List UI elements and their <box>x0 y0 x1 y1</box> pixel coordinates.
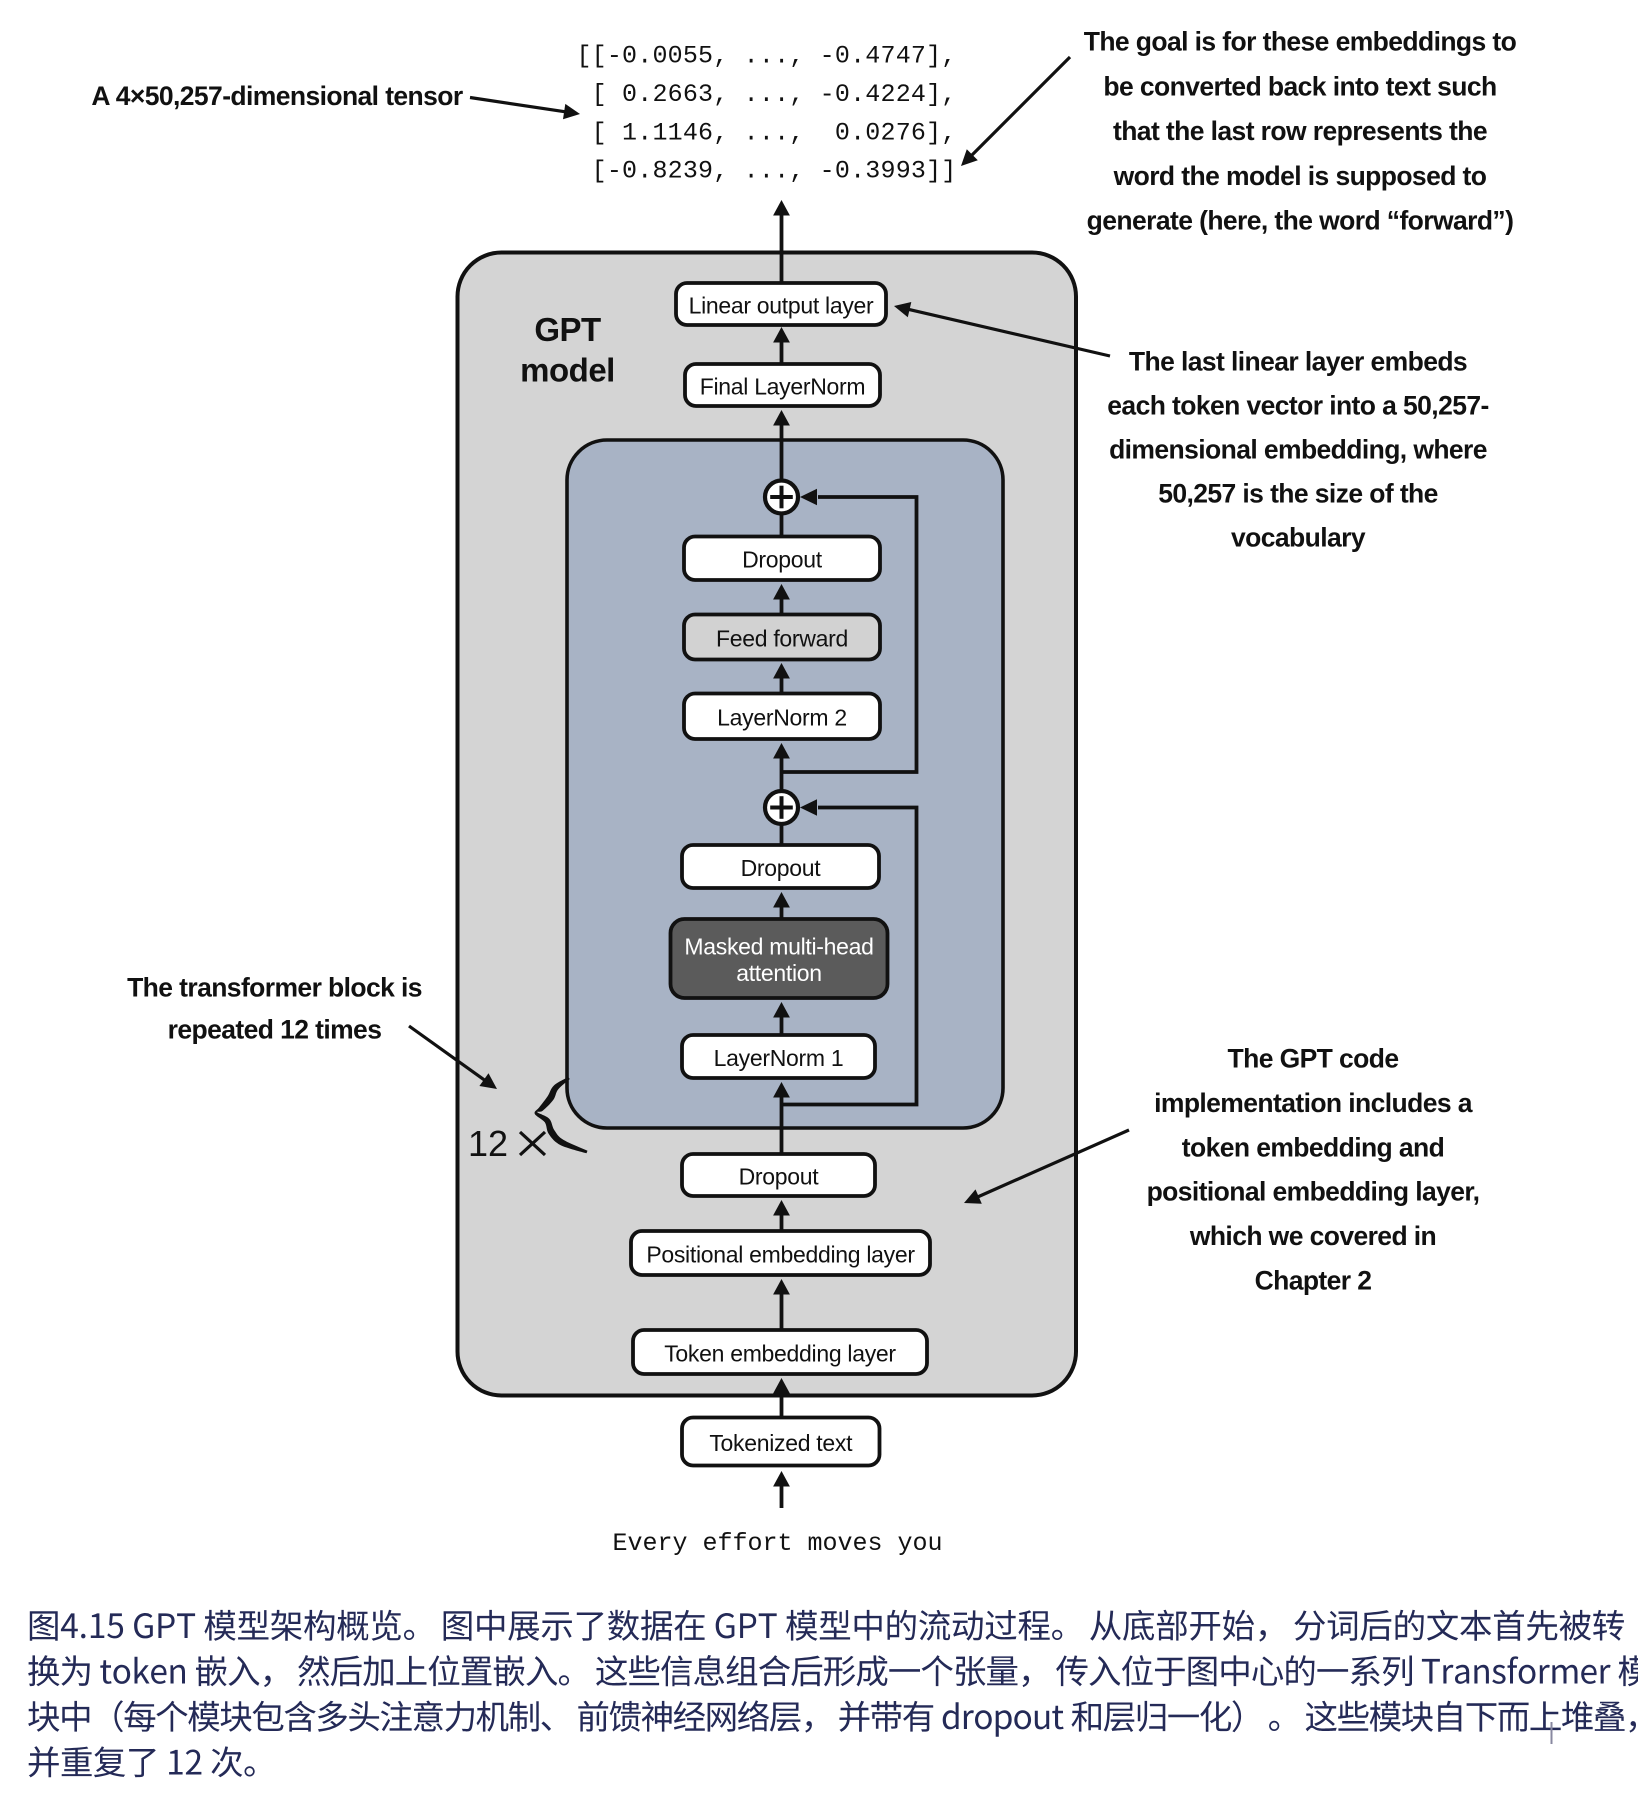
svg-text:repeated 12 times: repeated 12 times <box>168 1015 382 1045</box>
svg-text:be converted back into text su: be converted back into text such <box>1103 71 1496 101</box>
svg-text:Chapter 2: Chapter 2 <box>1255 1266 1372 1296</box>
svg-text:token embedding and: token embedding and <box>1182 1132 1444 1162</box>
svg-text:Positional embedding layer: Positional embedding layer <box>646 1242 915 1268</box>
svg-text:[ 0.2663, ..., -0.4224],: [ 0.2663, ..., -0.4224], <box>592 80 957 109</box>
svg-text:[ 1.1146, ..., 0.0276],: [ 1.1146, ..., 0.0276], <box>592 118 957 147</box>
svg-text:dimensional embedding, where: dimensional embedding, where <box>1109 435 1487 465</box>
svg-text:The last linear layer embeds: The last linear layer embeds <box>1129 347 1467 377</box>
svg-text:positional embedding layer,: positional embedding layer, <box>1147 1177 1480 1207</box>
svg-text:implementation includes a: implementation includes a <box>1154 1088 1473 1118</box>
svg-text:Tokenized text: Tokenized text <box>709 1430 853 1456</box>
svg-text:The GPT code: The GPT code <box>1228 1044 1399 1074</box>
svg-text:Dropout: Dropout <box>741 855 822 881</box>
svg-text:word the model is supposed to: word the model is supposed to <box>1113 161 1487 191</box>
svg-text:Masked multi-head: Masked multi-head <box>684 934 873 960</box>
svg-text:each token vector into a 50,25: each token vector into a 50,257- <box>1107 391 1488 421</box>
svg-text:LayerNorm 2: LayerNorm 2 <box>717 705 847 731</box>
svg-text:Final LayerNorm: Final LayerNorm <box>700 374 866 400</box>
svg-text:The goal is for these embeddin: The goal is for these embeddings to <box>1084 27 1517 57</box>
svg-text:50,257 is the size of the: 50,257 is the size of the <box>1158 479 1438 509</box>
svg-text:Token embedding layer: Token embedding layer <box>664 1341 896 1367</box>
svg-text:model: model <box>520 352 615 389</box>
svg-text:vocabulary: vocabulary <box>1231 523 1366 553</box>
svg-text:that the last row represents t: that the last row represents the <box>1113 116 1487 146</box>
svg-text:Dropout: Dropout <box>739 1164 820 1190</box>
svg-text:generate (here, the word “forw: generate (here, the word “forward”) <box>1087 206 1514 236</box>
svg-text:Linear output layer: Linear output layer <box>689 293 874 319</box>
svg-text:LayerNorm 1: LayerNorm 1 <box>714 1045 844 1071</box>
svg-text:Feed forward: Feed forward <box>716 626 848 652</box>
svg-text:12: 12 <box>468 1123 508 1164</box>
svg-text:Dropout: Dropout <box>742 547 823 573</box>
svg-text:[[-0.0055, ..., -0.4747],: [[-0.0055, ..., -0.4747], <box>576 42 956 71</box>
svg-text:which we covered in: which we covered in <box>1189 1221 1436 1251</box>
svg-text:[-0.8239, ..., -0.3993]]: [-0.8239, ..., -0.3993]] <box>592 157 957 186</box>
svg-text:GPT: GPT <box>534 311 601 348</box>
svg-text:The transformer block is: The transformer block is <box>127 973 422 1003</box>
svg-text:Every effort moves you: Every effort moves you <box>612 1529 942 1558</box>
svg-text:attention: attention <box>736 960 822 986</box>
svg-text:A 4×50,257-dimensional tensor: A 4×50,257-dimensional tensor <box>91 81 462 111</box>
